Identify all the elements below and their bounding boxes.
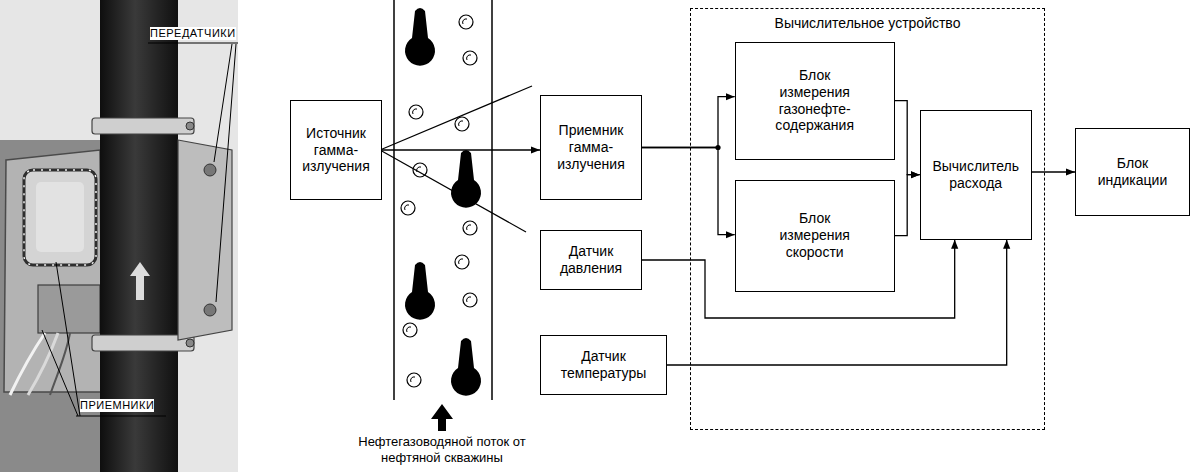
gamma-beam: [380, 86, 532, 232]
process-box: Блок измерения скорости: [735, 180, 895, 292]
part-label: ПЕРЕДАТЧИКИ: [150, 27, 236, 40]
display-box: Блок индикации: [1075, 128, 1190, 216]
detector-box: Приемник гамма-излучения: [540, 95, 642, 200]
process-box: Вычислитель расхода: [920, 110, 1032, 240]
signal-line: [642, 148, 735, 235]
signal-line: [895, 175, 920, 236]
computer-group: Вычислительное устройствоБлок измерения …: [690, 8, 1045, 430]
box-label: Вычислитель расхода: [927, 158, 1025, 192]
flow-pipe: [394, 0, 492, 431]
device-photo: [0, 0, 238, 472]
box-label: Блок измерения скорости: [769, 210, 861, 260]
box-label: Приемник гамма-излучения: [547, 122, 635, 172]
signal-line: [382, 149, 540, 150]
box-label: Блок измерения газонефте-содержания: [769, 67, 861, 134]
box-label: Датчик температуры: [547, 348, 660, 382]
sensor-box: Датчик температуры: [540, 335, 667, 395]
box-label: Датчик давления: [547, 243, 635, 277]
box-label: Блок индикации: [1092, 155, 1174, 189]
signal-line: [895, 101, 920, 175]
box-label: Источник гамма-излучения: [297, 125, 375, 175]
part-label: ПРИЕМНИКИ: [80, 399, 154, 412]
signal-line: [642, 97, 735, 148]
group-title: Вычислительное устройство: [691, 15, 1044, 32]
process-box: Блок измерения газонефте-содержания: [735, 42, 895, 160]
signal-line: [1032, 171, 1075, 172]
source-box: Источник гамма-излучения: [290, 100, 382, 200]
sensor-box: Датчик давления: [540, 230, 642, 290]
flow-caption: Нефтегазоводяной поток от нефтяной скваж…: [356, 434, 528, 465]
